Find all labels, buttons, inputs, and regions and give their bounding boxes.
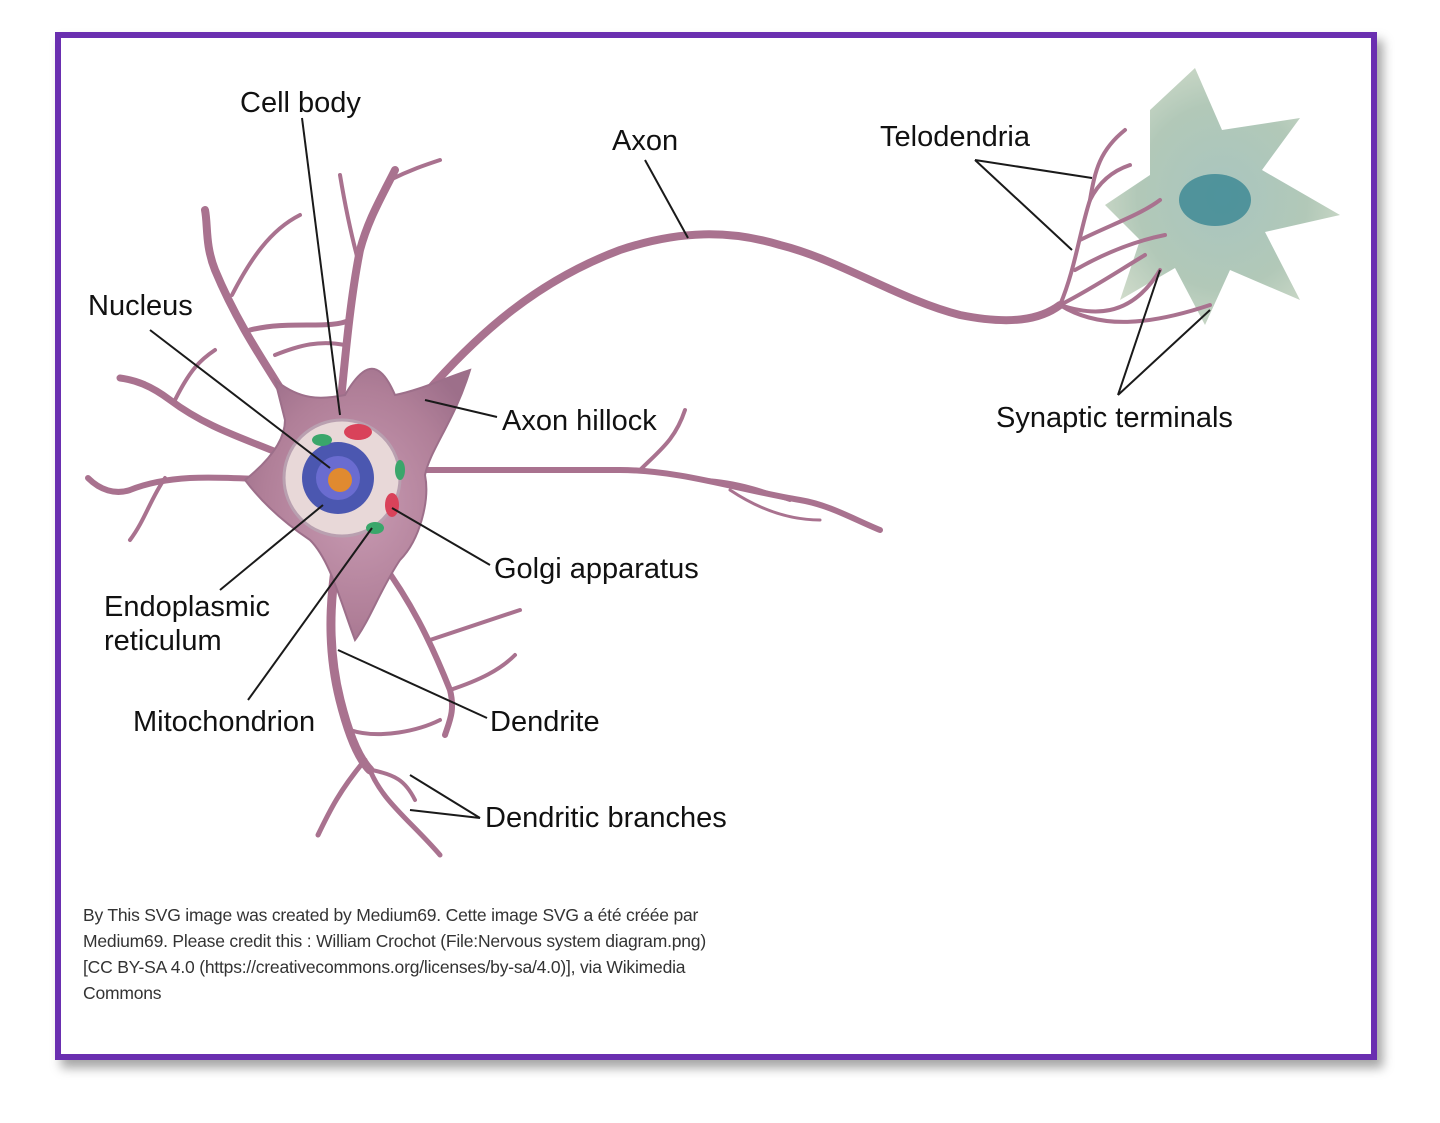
label-dendritic-branches: Dendritic branches — [485, 802, 727, 834]
target-cell — [1105, 68, 1340, 325]
target-nucleus — [1179, 174, 1251, 226]
labels: Cell body Axon Telodendria Nucleus Axon … — [88, 87, 1233, 834]
credit-line-3: [CC BY-SA 4.0 (https://creativecommons.o… — [83, 957, 686, 977]
cell-body — [243, 367, 472, 643]
label-golgi-apparatus: Golgi apparatus — [494, 553, 699, 585]
credit-line-4: Commons — [83, 983, 162, 1003]
label-endoplasmic-line2: reticulum — [104, 625, 222, 657]
label-mitochondrion: Mitochondrion — [133, 706, 315, 738]
dendrites — [85, 158, 883, 858]
golgi-shape — [344, 424, 372, 440]
label-cell-body: Cell body — [240, 87, 361, 119]
label-nucleus: Nucleus — [88, 290, 193, 322]
credit-line-1: By This SVG image was created by Medium6… — [83, 905, 699, 925]
label-axon-hillock: Axon hillock — [502, 405, 657, 437]
axon-path — [416, 128, 1212, 404]
nucleolus — [328, 468, 352, 492]
leader-lines — [149, 117, 1211, 819]
label-dendrite: Dendrite — [490, 706, 600, 738]
credit-line-2: Medium69. Please credit this : William C… — [83, 931, 706, 951]
mitochondrion-shape — [312, 434, 332, 446]
label-synaptic-terminals: Synaptic terminals — [996, 402, 1233, 434]
label-endoplasmic-line1: Endoplasmic — [104, 591, 270, 623]
label-axon: Axon — [612, 125, 678, 157]
image-credit: By This SVG image was created by Medium6… — [83, 902, 843, 1006]
label-telodendria: Telodendria — [880, 121, 1031, 153]
